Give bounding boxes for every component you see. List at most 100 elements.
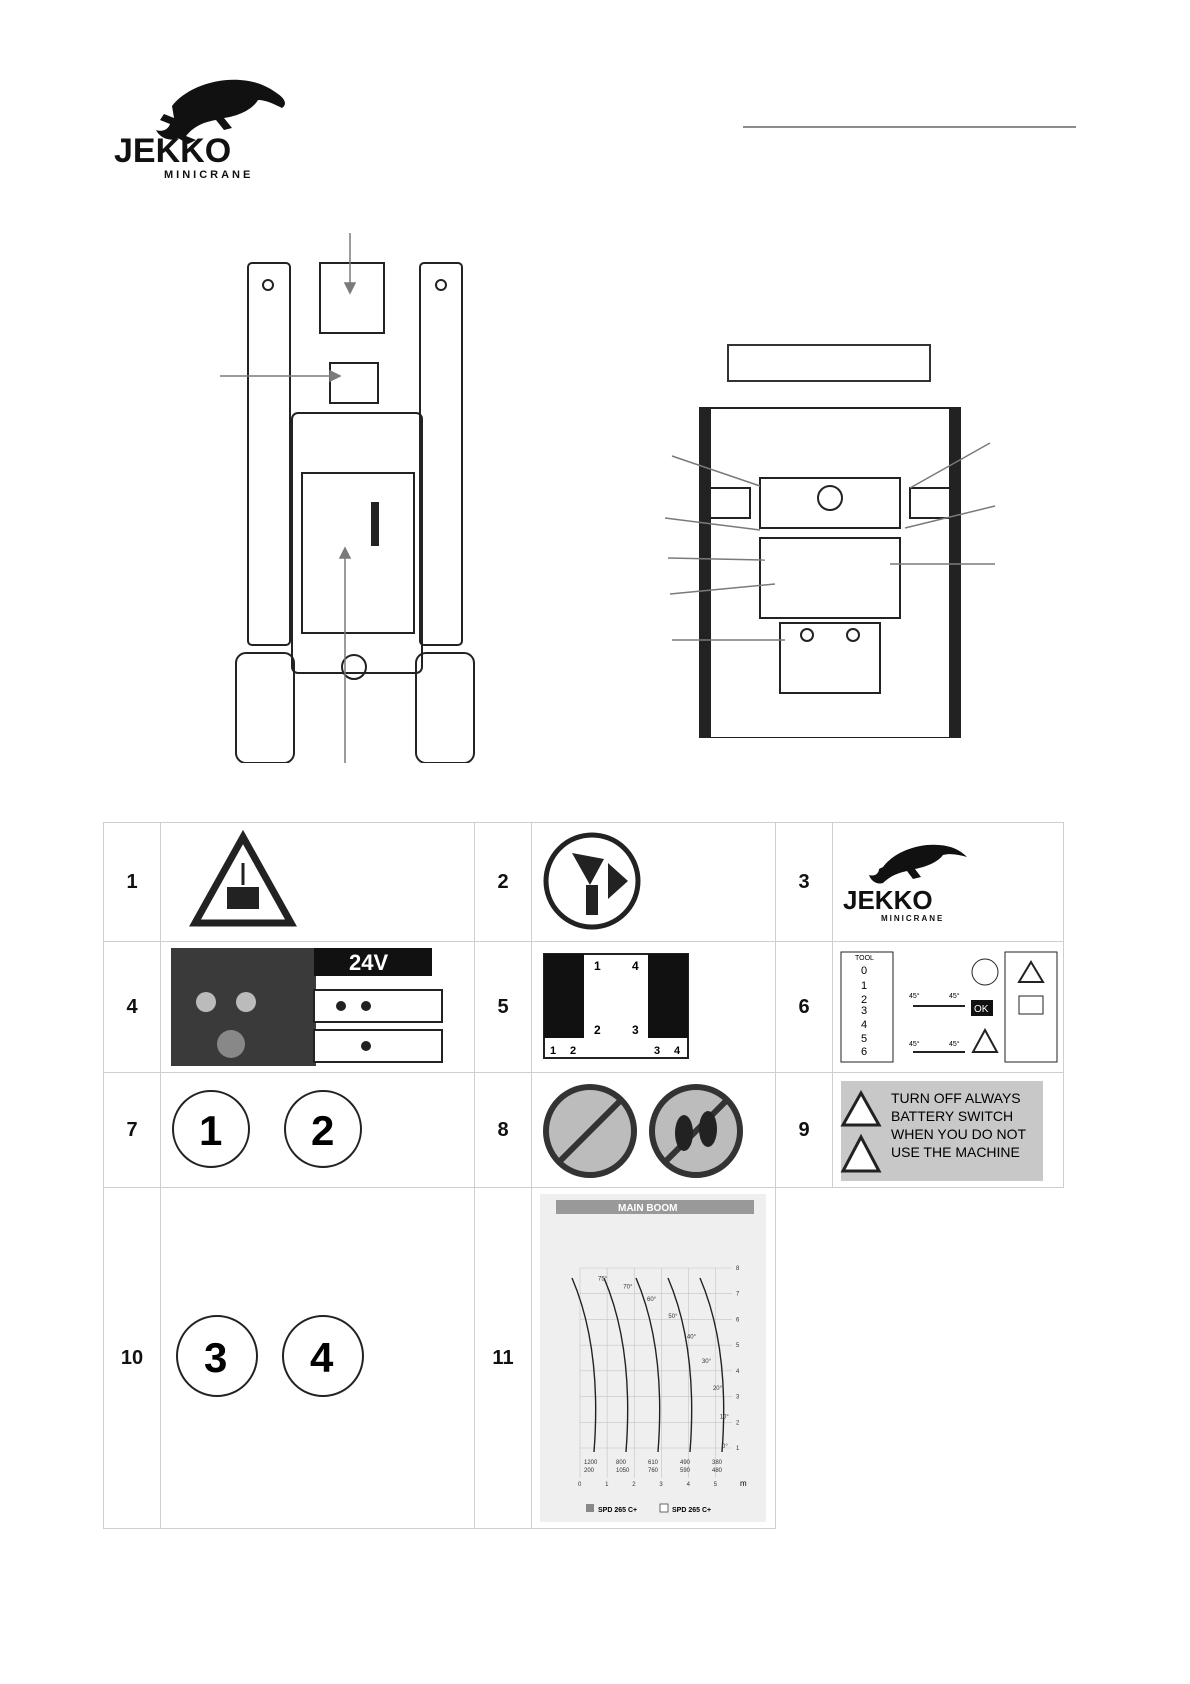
warning-line: TURN OFF ALWAYS [891,1090,1021,1106]
numbers-1-2-icon: 1 2 [172,1090,362,1168]
angle-label: 0° [722,1444,728,1450]
y-tick-label: 5 [736,1343,740,1349]
decal-number: 10 [103,1187,161,1529]
electric-panel-24v-icon: 24V [171,948,443,1066]
warning-line: USE THE MACHINE [891,1144,1020,1160]
load-label: 200 [584,1468,595,1474]
load-label: 1050 [616,1468,630,1474]
ok-label: OK [974,1004,989,1015]
tool-row: 1 [861,980,867,992]
header-rule [743,126,1076,128]
decal-number: 8 [474,1072,532,1188]
bottom-label: 1 [550,1045,556,1057]
jekko-logo-tagline: MINICRANE [881,914,944,923]
decal-table: 1 2 3 JEKKO MINICRANE [103,822,1064,1529]
lubrication-point-icon [543,832,641,930]
tool-row: 2 [861,994,867,1006]
load-label: 480 [712,1468,723,1474]
no-water-no-walking-icon [543,1084,743,1178]
load-curve [603,1277,629,1453]
logo-brand: JEKKO [114,132,231,170]
decal-lubrication [531,822,776,942]
legend-item: SPD 265 C+ [672,1507,711,1514]
decal-numbers-1-2: 1 2 [160,1072,475,1188]
decal-battery-warning: TURN OFF ALWAYS BATTERY SWITCH WHEN YOU … [832,1072,1064,1188]
load-label: 800 [616,1460,627,1466]
y-tick-label: 7 [736,1292,740,1298]
angle-label: 45° [909,992,920,1000]
number-1: 1 [199,1107,222,1154]
decal-number: 6 [775,941,833,1073]
number-4: 4 [310,1334,334,1381]
bottom-label: 4 [674,1045,681,1057]
load-curve [571,1277,597,1453]
decal-outrigger-control: 1 4 2 3 1 2 3 4 [531,941,776,1073]
angle-label: 60° [647,1297,657,1303]
logo-tagline: MINICRANE [164,169,253,181]
legend-item: SPD 265 C+ [598,1507,637,1514]
x-tick-label: 3 [659,1482,663,1488]
tool-row: 5 [861,1033,867,1045]
y-tick-label: 4 [736,1369,740,1375]
tool-selector-icon: TOOL 0 1 2 3 4 5 6 OK 45° 45° 45° 45° [840,951,1058,1063]
x-tick-label: 5 [714,1482,718,1488]
decal-number: 5 [474,941,532,1073]
y-tick-label: 6 [736,1317,740,1323]
number-2: 2 [311,1107,334,1154]
numbers-3-4-icon: 3 4 [176,1315,364,1397]
decal-prohibitions [531,1072,776,1188]
tool-row: 3 [861,1005,867,1017]
decal-number: 11 [474,1187,532,1529]
angle-label: 45° [949,992,960,1000]
tool-row: 0 [861,965,867,977]
voltage-label: 24V [349,950,388,975]
angle-label: 45° [949,1040,960,1048]
outrigger-label: 1 [594,959,601,973]
angle-label: 10° [720,1414,730,1420]
tool-row: 4 [861,1019,867,1031]
decal-jekko-logo: JEKKO MINICRANE [832,822,1064,942]
decal-number: 3 [775,822,833,942]
load-label: 760 [648,1468,659,1474]
crane-front-drawing [220,233,475,763]
load-curve [635,1277,661,1453]
angle-label: 20° [713,1386,723,1392]
angle-label: 40° [687,1335,697,1341]
bottom-label: 2 [570,1045,576,1057]
tool-row: 6 [861,1046,867,1058]
x-tick-label: 1 [605,1482,609,1488]
angle-label: 30° [702,1359,712,1365]
warning-line: WHEN YOU DO NOT [891,1126,1027,1142]
drawing-label-box [727,344,931,382]
x-tick-label: 0 [578,1482,582,1488]
decal-electric-panel: 24V [160,941,475,1073]
y-tick-label: 8 [736,1266,740,1272]
tool-label: TOOL [855,955,874,962]
crane-base-drawing [664,407,996,738]
load-label: 380 [712,1460,723,1466]
load-curve [667,1277,693,1453]
jekko-logo-icon: JEKKO MINICRANE [843,844,967,923]
outrigger-control-icon: 1 4 2 3 1 2 3 4 [543,953,689,1059]
outrigger-label: 2 [594,1023,601,1037]
outrigger-label: 4 [632,959,639,973]
decal-suspended-load [160,822,475,942]
decal-numbers-3-4: 3 4 [160,1187,475,1529]
y-tick-label: 1 [736,1446,740,1452]
y-tick-label: 2 [736,1420,740,1426]
table-row: 1 2 3 JEKKO MINICRANE [103,822,1064,942]
jekko-logo-brand: JEKKO [843,885,933,915]
battery-switch-warning-icon: TURN OFF ALWAYS BATTERY SWITCH WHEN YOU … [840,1081,1043,1181]
number-3: 3 [204,1334,227,1381]
x-unit: m [740,1479,747,1488]
decal-number: 1 [103,822,161,942]
suspended-load-warning-icon [189,829,297,927]
table-row: 4 24V 5 1 4 [103,941,1064,1073]
load-chart-title: MAIN BOOM [618,1203,677,1214]
bottom-label: 3 [654,1045,660,1057]
angle-label: 45° [909,1040,920,1048]
decal-number: 2 [474,822,532,942]
